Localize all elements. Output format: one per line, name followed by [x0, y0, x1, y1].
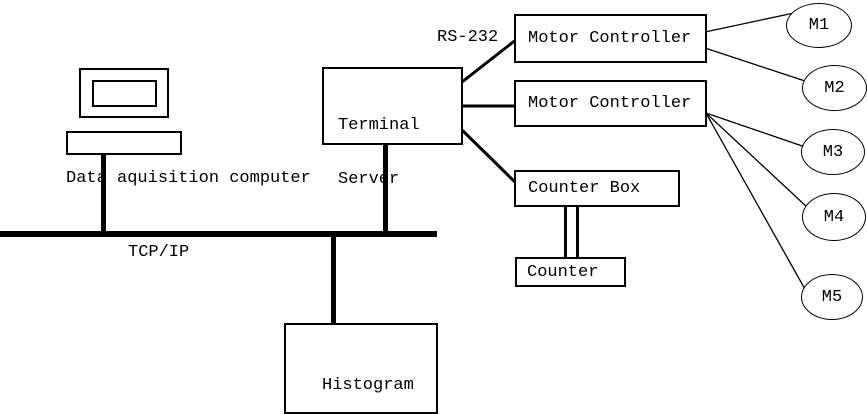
terminal-server-label-line1: Terminal	[338, 116, 420, 135]
computer-label: Data aquisition computer	[66, 169, 311, 188]
motor-controller-1-label: Motor Controller	[528, 29, 692, 48]
tcpip-label: TCP/IP	[128, 243, 190, 262]
motor-controller-2-label: Motor Controller	[528, 94, 692, 113]
terminal-server-drop-line	[383, 144, 388, 236]
terminal-server-label-line2: Server	[338, 170, 400, 189]
motor-controller-1-box: Motor Controller	[514, 14, 707, 63]
motor-m5-ellipse: M5	[801, 274, 863, 320]
histogram-memory-box: Histogram Memory	[284, 323, 438, 414]
counter-box-label: Counter Box	[528, 179, 641, 198]
computer-screen-icon	[92, 80, 157, 107]
counter-box: Counter	[515, 257, 626, 287]
terminal-server-box: Terminal Server	[322, 67, 463, 189]
counter-box-box: Counter Box	[514, 170, 680, 207]
motor-m1-ellipse: M1	[786, 3, 852, 48]
counter-link-line-right	[576, 206, 579, 258]
motor-m2-label: M2	[824, 78, 845, 98]
wire-terminal-to-counter-box	[460, 128, 520, 187]
motor-m3-label: M3	[822, 142, 844, 162]
histogram-memory-label-line1: Histogram	[322, 376, 414, 395]
computer-drop-line	[101, 155, 106, 235]
motor-m1-label: M1	[808, 16, 830, 35]
motor-m3-ellipse: M3	[801, 129, 865, 175]
wire-terminal-to-motor-controller-1	[461, 37, 518, 84]
wire-mc1-to-m1	[704, 12, 795, 33]
counter-link-line-left	[564, 206, 567, 258]
motor-m2-ellipse: M2	[802, 65, 867, 111]
wire-mc1-to-m2	[704, 47, 809, 83]
motor-m4-ellipse: M4	[802, 193, 866, 241]
rs232-label: RS-232	[437, 28, 499, 47]
motor-controller-2-box: Motor Controller	[514, 80, 707, 127]
wire-mc2-to-m4	[705, 112, 809, 209]
histogram-drop-line	[331, 236, 336, 324]
counter-label: Counter	[527, 262, 599, 282]
computer-keyboard-icon	[66, 131, 182, 155]
tcpip-bus-line	[0, 231, 437, 237]
wire-mc2-to-m3	[705, 112, 809, 149]
motor-m4-label: M4	[823, 207, 845, 227]
wire-mc2-to-m5	[705, 112, 807, 292]
motor-m5-label: M5	[821, 287, 843, 307]
